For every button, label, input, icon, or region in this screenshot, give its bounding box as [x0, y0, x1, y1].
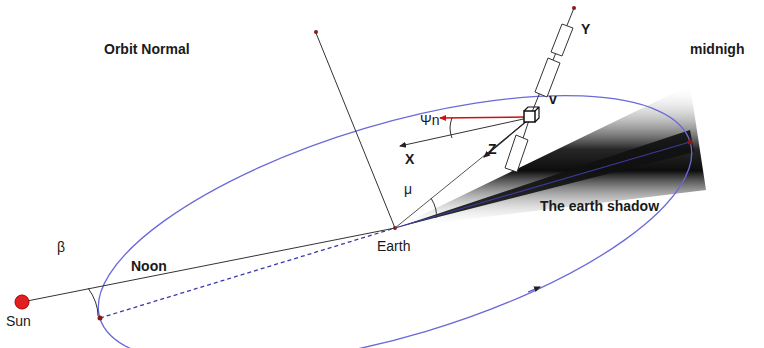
radius-line — [395, 120, 528, 228]
noon-point — [98, 316, 103, 321]
body-label: Earth — [377, 238, 410, 254]
point-label: midnigh — [690, 41, 744, 57]
angle-label: β — [57, 239, 65, 255]
axis-label: Z — [488, 141, 497, 157]
beta-arc — [88, 288, 98, 316]
normal-tip — [314, 30, 318, 34]
sun — [15, 295, 29, 309]
axis-label: X — [405, 151, 414, 167]
orbit-direction — [528, 287, 540, 292]
axis-label: Orbit Normal — [104, 41, 190, 57]
midnight-axis — [395, 142, 690, 228]
angle-label: Ψn — [420, 112, 439, 128]
shadow-core — [395, 130, 694, 228]
y-tip — [572, 6, 576, 10]
point-label: Noon — [131, 258, 167, 274]
noon-line — [100, 228, 395, 318]
y-axis — [530, 8, 574, 117]
orbit-ellipse — [70, 40, 721, 348]
psi-arc — [450, 118, 452, 138]
region-label: The earth shadow — [540, 198, 659, 214]
velocity-vector — [440, 117, 528, 118]
axis-label: Y — [581, 21, 590, 37]
solar-panel-top — [551, 24, 573, 56]
solar-panel-lower — [505, 135, 528, 172]
mu-arc — [431, 198, 436, 218]
angle-label: μ — [404, 181, 412, 197]
orbit-normal — [316, 33, 395, 228]
x-axis — [400, 118, 528, 146]
earth-shadow — [395, 85, 706, 228]
satellite-cube-edges — [524, 107, 539, 122]
sun-line — [22, 228, 395, 302]
body-label: Sun — [6, 313, 31, 329]
midnight-point — [688, 140, 693, 145]
vector-label: v — [549, 91, 557, 107]
satellite-body — [524, 111, 535, 122]
